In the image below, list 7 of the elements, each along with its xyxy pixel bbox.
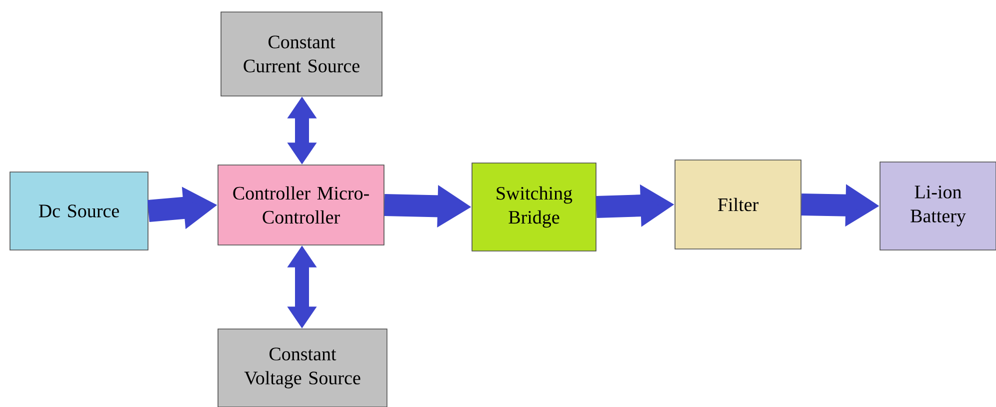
process-box: Li-ion Battery bbox=[880, 162, 996, 250]
process-box: Switching Bridge bbox=[472, 162, 596, 252]
process-box: Filter bbox=[674, 160, 802, 250]
process-box: Dc Source bbox=[10, 172, 148, 250]
process-box: Controller Micro-Controller bbox=[218, 164, 384, 246]
process-box: Constant Current Source bbox=[220, 12, 382, 96]
process-box: Constant Voltage Source bbox=[218, 328, 388, 407]
